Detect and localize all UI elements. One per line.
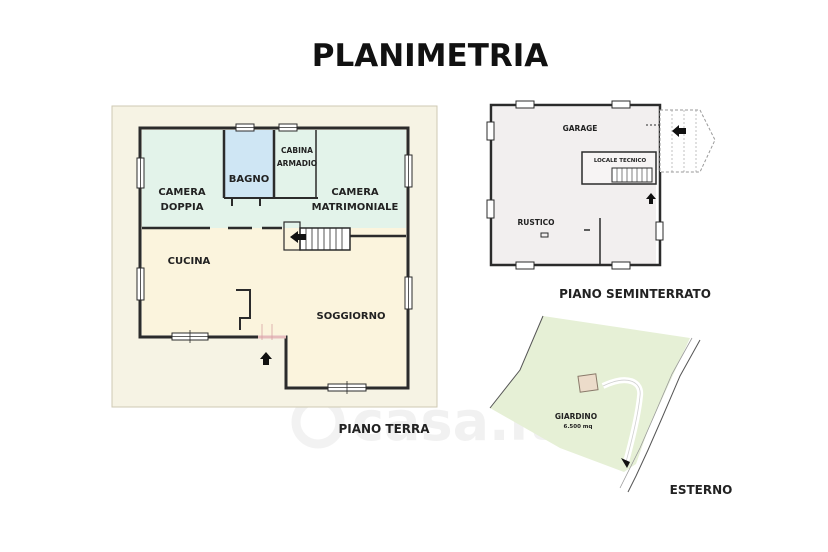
arrow-left-icon — [290, 231, 306, 243]
entrance — [258, 324, 286, 365]
giardino-label: GIARDINO — [555, 412, 597, 421]
room-label-locale-tecnico: LOCALE TECNICO — [594, 158, 647, 164]
room-label-bagno: BAGNO — [229, 174, 269, 185]
basement-floor-area — [493, 107, 660, 265]
exterior-label: ESTERNO — [670, 483, 733, 497]
road-boundary — [619, 337, 693, 489]
basement-staircase — [611, 167, 656, 204]
room-label-rustico: RUSTICO — [517, 218, 554, 227]
room-label-camera-doppia: CAMERA — [158, 187, 206, 198]
room-label-soggiorno: SOGGIORNO — [317, 311, 386, 322]
windows — [136, 123, 413, 394]
arrow-up-icon — [260, 352, 272, 365]
room-label-cabina-armadio: ARMADIO — [277, 159, 317, 168]
bagno-area — [224, 130, 274, 198]
room-label-cucina: CUCINA — [168, 256, 211, 267]
room-label-camera-doppia: DOPPIA — [161, 202, 204, 213]
kitchen-counter — [236, 289, 251, 330]
ground-floor-plan: CAMERA DOPPIA BAGNO CABINA ARMADIO CAMER… — [111, 105, 438, 408]
arrow-left-icon — [672, 125, 686, 137]
lot-boundary — [489, 315, 544, 409]
ground-floor-label: PIANO TERRA — [338, 422, 430, 436]
giardino-area-label: 6.500 mq — [564, 424, 593, 430]
ground-floor-outer-wall — [138, 126, 410, 390]
basement-floor-label: PIANO SEMINTERRATO — [559, 287, 711, 301]
driveway-edge — [602, 379, 641, 463]
staircase — [283, 221, 351, 251]
room-label-garage: GARAGE — [563, 124, 598, 133]
ramp — [659, 109, 716, 173]
day-zone-area — [142, 228, 406, 386]
exterior-plan: GIARDINO 6.500 mq — [489, 315, 701, 493]
garden-area — [490, 316, 690, 472]
pillar — [540, 232, 549, 238]
camera-doppia-area — [142, 130, 224, 228]
house-footprint — [577, 373, 599, 393]
page-title: PLANIMETRIA — [312, 38, 549, 74]
arrow-up-icon — [646, 193, 656, 204]
basement-floor-plan: GARAGE LOCALE TECNICO RUSTICO — [486, 100, 716, 270]
room-label-camera-matrimoniale: MATRIMONIALE — [312, 202, 399, 213]
room-label-cabina-armadio: CABINA — [281, 146, 313, 155]
arrow-down-left-icon — [621, 458, 630, 468]
road-boundary — [627, 339, 701, 493]
camera-matrimoniale-area — [274, 130, 406, 228]
room-label-camera-matrimoniale: CAMERA — [331, 187, 379, 198]
basement-windows — [486, 100, 664, 270]
